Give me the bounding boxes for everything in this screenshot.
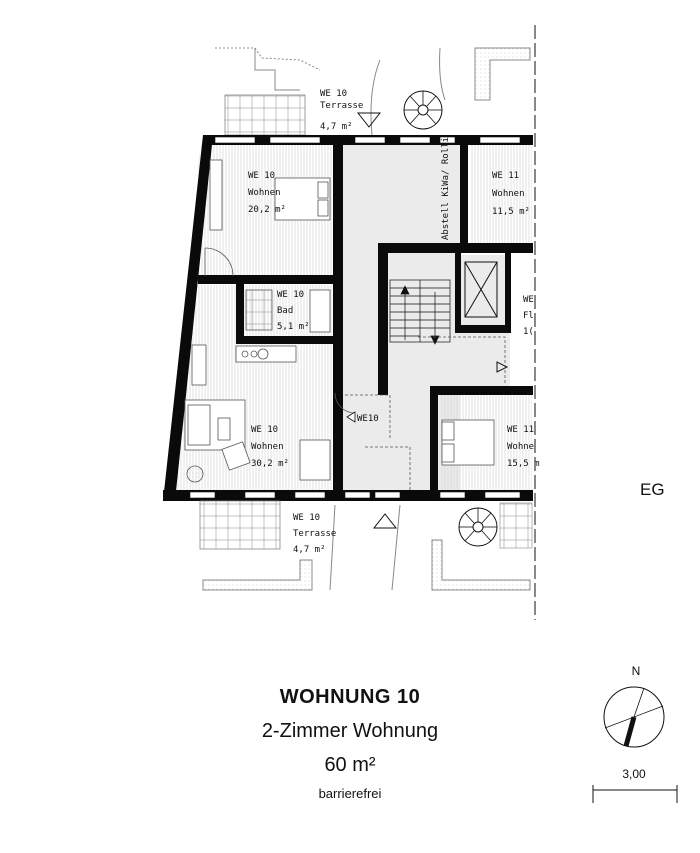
terrace-right-bottom	[499, 502, 533, 549]
entry-triangle-top	[356, 112, 382, 128]
kitchen	[191, 344, 297, 386]
wardrobe-top	[209, 159, 223, 231]
room-terrasse-bottom-name: WE 10	[293, 513, 320, 523]
room-wohnen-20-name: WE 10	[248, 171, 275, 181]
living-furniture	[184, 399, 331, 483]
bed-top	[274, 177, 331, 221]
floor-label: EG	[640, 480, 665, 499]
room-terrasse-top-area: 4,7 m²	[320, 122, 353, 132]
room-labels: WE 10 Terrasse 4,7 m² WE 10 Wohnen 20,2 …	[248, 89, 540, 555]
room-bad-type: Bad	[277, 306, 293, 316]
entry-marker-label: WE10	[357, 414, 379, 424]
room-wohnen-30-area: 30,2 m²	[251, 459, 289, 469]
north-label: N	[631, 664, 641, 678]
room-terrasse-top-type: Terrasse	[320, 101, 363, 111]
scale-label: 3,00	[622, 767, 646, 781]
room-bad-name: WE 10	[277, 290, 304, 300]
apartment-area: 60 m²	[324, 754, 376, 776]
north-arrow-icon	[603, 686, 665, 748]
entry-marker: WE10	[346, 411, 379, 424]
terrasse-bottom-area	[199, 500, 281, 550]
room-terrasse-bottom-area: 4,7 m²	[293, 545, 326, 555]
landscape-bottom	[202, 504, 531, 591]
room-wohnen-20-area: 20,2 m²	[248, 205, 286, 215]
windows	[189, 136, 521, 499]
terrasse-top-area	[224, 94, 306, 136]
apartment-title: WOHNUNG 10	[279, 686, 421, 708]
room-wohnen-11-name: WE 11	[492, 171, 519, 181]
scale-bar	[592, 785, 678, 803]
room-terrasse-top-name: WE 10	[320, 89, 347, 99]
room-wohnen-11-type: Wohnen	[492, 189, 525, 199]
entry-triangle-bottom	[372, 513, 398, 529]
room-wohnen-30-name: WE 10	[251, 425, 278, 435]
room-bad-area: 5,1 m²	[277, 322, 310, 332]
bed-right	[441, 419, 495, 466]
room-abstell-name: Abstell KiWa/ Rolli	[441, 137, 451, 240]
room-wohnen-15-name: WE 11	[507, 425, 534, 435]
room-wohnen-15-type: Wohne	[507, 442, 534, 452]
landscape-top	[215, 47, 531, 136]
room-wohnen-11-area: 11,5 m²	[492, 207, 530, 217]
bath-fixtures	[245, 289, 331, 333]
spiral-stair-top	[403, 90, 443, 130]
room-flur-area: 1(	[523, 327, 534, 337]
spiral-stair-bottom	[458, 507, 498, 547]
core-arrow-icon	[496, 361, 509, 373]
elevator	[464, 261, 498, 318]
apartment-subtitle: 2-Zimmer Wohnung	[261, 720, 439, 742]
room-wohnen-30-type: Wohnen	[251, 442, 284, 452]
apartment-note: barrierefrei	[318, 786, 382, 801]
door-swings	[204, 247, 506, 490]
room-flur-name: WE	[523, 295, 534, 305]
room-flur-type: Fl	[523, 311, 534, 321]
room-wohnen-20-type: Wohnen	[248, 188, 281, 198]
room-terrasse-bottom-type: Terrasse	[293, 529, 336, 539]
staircase	[389, 279, 451, 345]
room-wohnen-15-area: 15,5 m	[507, 459, 540, 469]
